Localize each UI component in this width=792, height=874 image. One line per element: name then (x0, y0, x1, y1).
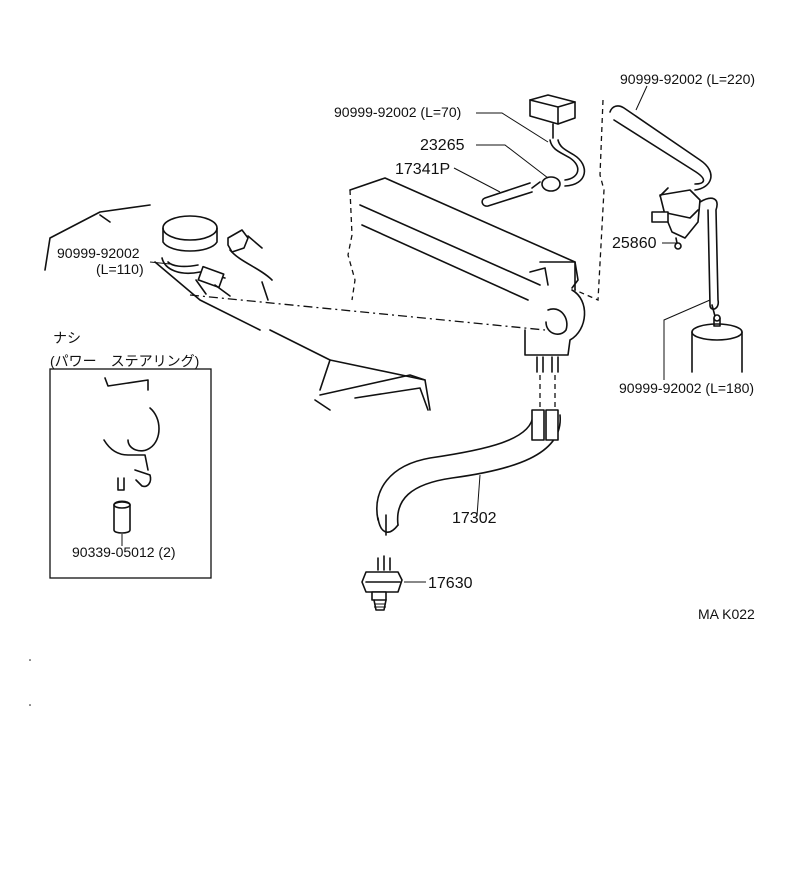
label-part-23265: 23265 (420, 137, 465, 154)
label-inset-part: 90339-05012 (2) (72, 544, 176, 560)
label-inset-note: ナシ (53, 330, 81, 346)
connector-drawing (361, 555, 403, 611)
clip-drawing (113, 500, 131, 534)
leader-lines (121, 85, 711, 583)
label-hose-l180: 90999-92002 (L=180) (619, 380, 754, 396)
figure-code: MA K022 (698, 606, 755, 622)
vsv-valve (574, 99, 720, 321)
label-part-17302: 17302 (452, 510, 497, 527)
scan-dot (29, 704, 31, 706)
engine-block-drawing (189, 177, 586, 412)
label-part-25860: 25860 (612, 235, 657, 252)
label-inset-note-detail: (パワー ステアリング) (50, 353, 199, 369)
label-hose-l220: 90999-92002 (L=220) (620, 71, 755, 87)
label-hose-l110-part: 90999-92002 (57, 245, 140, 261)
tank-drawing (691, 314, 743, 373)
label-part-17341p: 17341P (395, 161, 450, 178)
scan-dot (29, 659, 31, 661)
hose-drawing (161, 257, 231, 297)
vacuum-switch (481, 94, 586, 207)
label-part-17630: 17630 (428, 575, 473, 592)
hose-17302-drawing (376, 409, 561, 536)
label-hose-l110-length: (L=110) (96, 261, 144, 277)
label-hose-l70: 90999-92002 (L=70) (334, 104, 461, 120)
inset-box (49, 368, 212, 579)
air-cleaner-drawing (44, 204, 273, 331)
